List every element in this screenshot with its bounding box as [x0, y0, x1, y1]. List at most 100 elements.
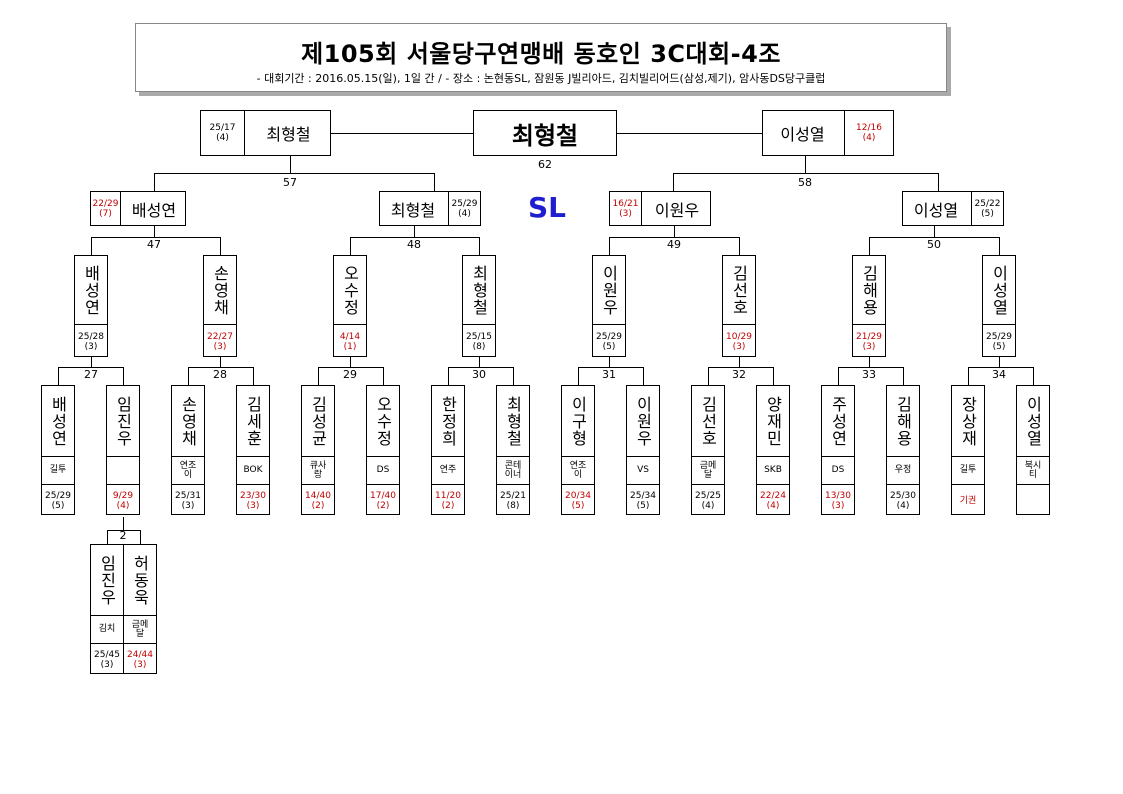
bracket-line — [290, 156, 291, 173]
match-number: 31 — [602, 368, 616, 381]
bracket-line — [91, 237, 221, 238]
bracket-line — [58, 367, 59, 385]
bracket-line — [609, 357, 610, 367]
score-cell: 12/16(4) — [844, 111, 893, 155]
club-cell: 길투 — [42, 456, 74, 484]
player-name-text: 오수정 — [340, 264, 360, 316]
bracket-line — [934, 226, 935, 237]
champion-box: 최형철 — [473, 110, 617, 156]
score-cell: 25/17(4) — [201, 111, 245, 155]
player-name: 김선호 — [692, 386, 724, 456]
score-value: 22/29 — [92, 198, 119, 209]
innings-value: (2) — [441, 500, 455, 511]
score-value: 25/29 — [451, 198, 478, 209]
player-name: 최형철 — [497, 386, 529, 456]
innings-value: (4) — [862, 133, 876, 143]
innings-value: (2) — [311, 500, 325, 511]
score-cell: 16/21(3) — [610, 192, 642, 225]
score-cell: 17/40(2) — [367, 484, 399, 516]
club-cell: 길투 — [952, 456, 984, 484]
innings-value: (5) — [571, 500, 585, 511]
bracket-line — [350, 237, 480, 238]
player-name-text: 김세훈 — [243, 395, 263, 447]
bracket-line — [999, 237, 1000, 255]
match-number: 58 — [798, 176, 812, 189]
score-cell: 10/29(3) — [723, 324, 755, 358]
bracket-line — [739, 357, 740, 367]
bracket-line — [220, 237, 221, 255]
innings-value: (5) — [602, 341, 616, 352]
innings-value: (3) — [246, 500, 260, 511]
bracket-line — [140, 530, 141, 544]
player-name-text: 손영채 — [178, 395, 198, 447]
player-name-text: 김선호 — [698, 395, 718, 447]
match-number: 29 — [343, 368, 357, 381]
innings-value: (3) — [84, 341, 98, 352]
club-cell — [107, 456, 139, 484]
score-value: 25/34 — [630, 490, 656, 501]
club-cell: 연주 — [432, 456, 464, 484]
player-name-text: 이성열 — [1023, 395, 1043, 447]
club-cell: 연조이 — [562, 456, 594, 484]
player-name-text: 배성연 — [81, 264, 101, 316]
score-wrap: 25/29(4) — [452, 199, 478, 219]
venue-label: SL — [528, 191, 567, 224]
score-cell: 25/30(4) — [887, 484, 919, 516]
player-name-text: 양재민 — [763, 395, 783, 447]
club-cell: 북시티 — [1017, 456, 1049, 484]
score-cell: 25/45(3) — [91, 643, 123, 675]
semi-player: 25/22(5)이성열 — [902, 191, 1004, 226]
score-value: 25/22 — [974, 198, 1001, 209]
match-number: 48 — [407, 238, 421, 251]
bracket-line — [578, 367, 644, 368]
score-value: 10/29 — [726, 331, 752, 342]
score-value: 12/16 — [856, 123, 882, 133]
score-value: 20/34 — [565, 490, 591, 501]
bracket-line — [673, 173, 674, 191]
player-name: 최형철 — [266, 125, 311, 144]
player-name-text: 오수정 — [373, 395, 393, 447]
bracket-line — [708, 367, 709, 385]
score-cell — [1017, 484, 1049, 516]
player-name: 이원우 — [627, 386, 659, 456]
innings-value: (3) — [619, 208, 632, 219]
score-value: 11/20 — [435, 490, 461, 501]
player-name-text: 김선호 — [729, 264, 749, 316]
innings-value: (8) — [506, 500, 520, 511]
score-cell: 24/44(3) — [124, 643, 156, 675]
player-name: 김성균 — [302, 386, 334, 456]
player-name: 장상재 — [952, 386, 984, 456]
bracket-line — [123, 517, 124, 530]
score-value: 22/24 — [760, 490, 786, 501]
player-name: 최형철 — [463, 256, 495, 324]
innings-value: (3) — [100, 659, 114, 670]
score-cell: 13/30(3) — [822, 484, 854, 516]
semi-player: 25/29(4) 최형철 — [379, 191, 481, 226]
player-name: 이원우 — [593, 256, 625, 324]
club-cell: VS — [627, 456, 659, 484]
bracket-line — [220, 357, 221, 367]
score-cell: 11/20(2) — [432, 484, 464, 516]
match-number: 2 — [119, 529, 127, 542]
player-name-text: 이구형 — [568, 395, 588, 447]
innings-value: (4) — [116, 500, 130, 511]
bracket-line — [673, 173, 939, 174]
player-name-text: 임진우 — [113, 395, 133, 447]
player-name: 최형철 — [390, 200, 436, 220]
innings-value: (3) — [732, 341, 746, 352]
page-subtitle: - 대회기간 : 2016.05.15(일), 1일 간 / - 장소 : 논현… — [256, 72, 826, 85]
player-name-text: 장상재 — [958, 395, 978, 447]
bracket-line — [609, 237, 610, 255]
player-name: 배성연 — [42, 386, 74, 456]
player-name: 오수정 — [334, 256, 366, 324]
player-name-text: 이성열 — [989, 264, 1009, 316]
score-cell: 25/15(8) — [463, 324, 495, 358]
match-number: 33 — [862, 368, 876, 381]
